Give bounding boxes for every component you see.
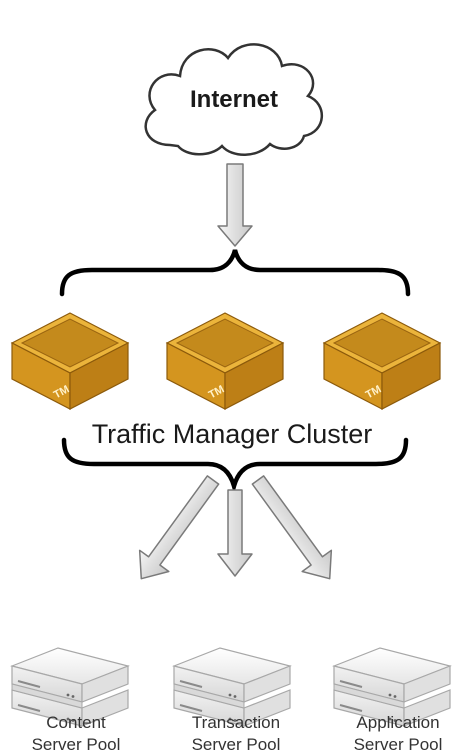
server-stack-icon [172,647,292,727]
cloud-icon [144,43,324,156]
cluster-label: Traffic Manager Cluster [92,419,373,449]
internet-cloud: Internet [144,43,324,156]
traffic-manager-box: TM [322,312,442,410]
traffic-manager-box: TM [10,312,130,410]
diagonal-right-arrow-icon [251,475,333,580]
server-pool-transaction: Transaction Server Pool [172,647,292,754]
server-stack-icon [10,647,130,727]
diagonal-left-arrow-icon [138,475,220,580]
pool-label-line1: Application [356,713,439,732]
server-pool-application: Application Server Pool [332,647,452,754]
pool-label-line2: Server Pool [354,735,443,754]
server-pools: Content Server Pool Transaction Server P… [10,647,452,754]
traffic-manager-box: TM [165,312,285,410]
internet-label: Internet [190,86,278,113]
server-pool-content: Content Server Pool [10,647,130,754]
down-arrow-icon [217,489,253,577]
cluster-top-brace [59,249,411,297]
traffic-manager-boxes: TM TM TM [10,312,442,410]
down-arrow-icon [217,163,253,247]
pool-label-line1: Content [46,713,106,732]
pool-label-line2: Server Pool [192,735,281,754]
pool-label-line1: Transaction [192,713,280,732]
server-stack-icon [332,647,452,727]
cluster-bottom-brace [61,437,409,495]
pool-label-line2: Server Pool [32,735,121,754]
arrow-internet-to-cluster [217,163,253,247]
arrows-to-pools [138,475,333,580]
